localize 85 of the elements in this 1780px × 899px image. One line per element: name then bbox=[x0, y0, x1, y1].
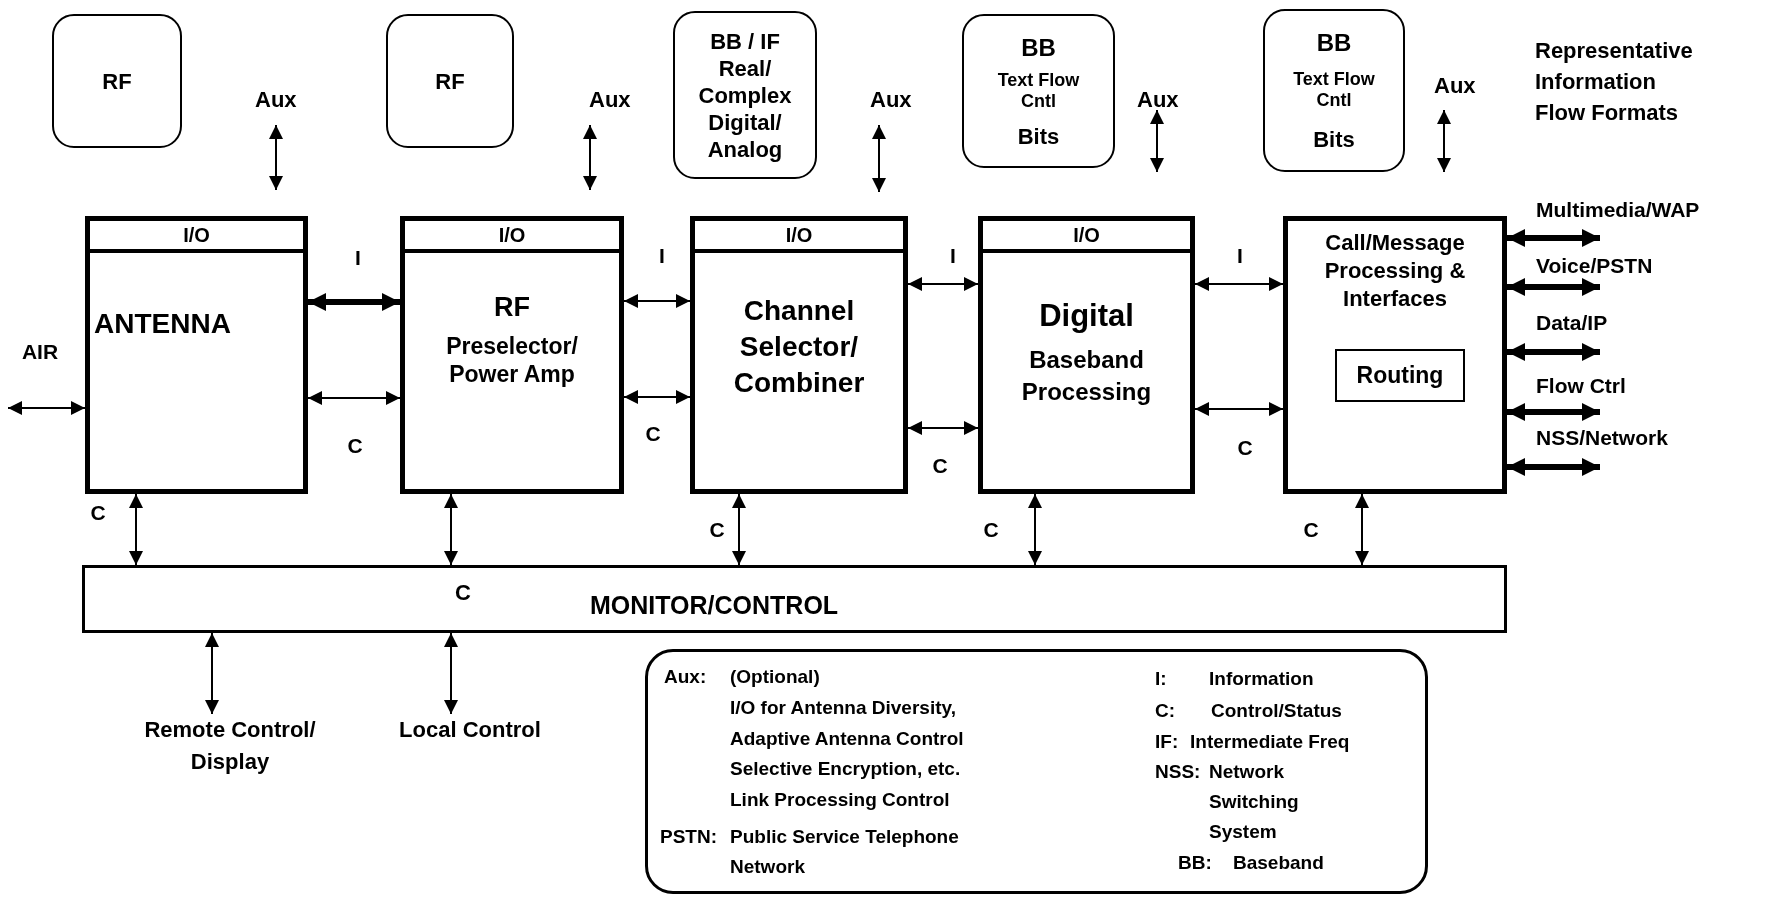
block-title: Channel Selector/ Combiner bbox=[732, 294, 866, 400]
double-arrow bbox=[129, 493, 143, 566]
box-text: Digital/ Analog bbox=[706, 108, 784, 163]
key-text: Baseband bbox=[1233, 851, 1324, 875]
key-text: Aux: bbox=[664, 665, 707, 689]
key-text: Network Switching System bbox=[1209, 760, 1300, 844]
format-box bbox=[1263, 9, 1405, 172]
io-header: I/O bbox=[405, 221, 619, 253]
box-text: BB bbox=[1316, 28, 1352, 58]
key-text: Public Service Telephone Network bbox=[730, 825, 960, 879]
label-text: Aux bbox=[1137, 86, 1179, 114]
double-arrow bbox=[907, 421, 979, 435]
block-box bbox=[85, 216, 308, 494]
double-arrow bbox=[308, 293, 400, 311]
endpoint-text: Local Control bbox=[398, 716, 542, 744]
double-arrow bbox=[732, 493, 746, 566]
box-text: Bits bbox=[1313, 126, 1355, 154]
bar-title: MONITOR/CONTROL bbox=[590, 590, 839, 621]
double-arrow bbox=[907, 277, 979, 291]
block-title: Digital bbox=[1039, 297, 1134, 335]
routing-box bbox=[1335, 349, 1465, 402]
box-text: Text Flow Cntl bbox=[996, 69, 1081, 112]
double-arrow bbox=[1507, 229, 1600, 247]
key-text: I: bbox=[1155, 667, 1167, 691]
key-text: (Optional) bbox=[730, 665, 820, 689]
box-text: Text Flow Cntl bbox=[1292, 69, 1376, 111]
format-box bbox=[673, 11, 817, 179]
block-title: Call/Message Processing & Interfaces bbox=[1323, 229, 1467, 313]
io-header: I/O bbox=[90, 221, 303, 253]
bar-label: C bbox=[455, 579, 471, 607]
io-header: I/O bbox=[695, 221, 903, 253]
monitor-bar bbox=[82, 565, 1507, 633]
double-arrow bbox=[444, 493, 458, 566]
double-arrow bbox=[1507, 343, 1600, 361]
key-text: Control/Status bbox=[1211, 699, 1342, 723]
block-box bbox=[1283, 216, 1507, 494]
double-arrow bbox=[444, 632, 458, 715]
key-text: Link Processing Control bbox=[730, 788, 950, 812]
box-text: Bits bbox=[1017, 122, 1060, 151]
double-arrow bbox=[1507, 458, 1600, 476]
key-text: BB: bbox=[1178, 851, 1212, 875]
double-arrow bbox=[623, 390, 691, 404]
block-title: Baseband Processing bbox=[1020, 344, 1153, 407]
double-arrow bbox=[205, 632, 219, 715]
double-arrow bbox=[7, 401, 86, 415]
key-text: C: bbox=[1155, 699, 1176, 723]
format-box bbox=[962, 14, 1115, 168]
box-text: Real/ Complex bbox=[697, 54, 793, 109]
label-text: Aux bbox=[589, 86, 631, 114]
label-text: Aux bbox=[1434, 72, 1476, 100]
block-box bbox=[978, 216, 1195, 494]
key-text: I/O for Antenna Diversity, bbox=[730, 696, 956, 720]
label-text: Aux bbox=[255, 86, 297, 114]
double-arrow bbox=[1507, 403, 1600, 421]
key-text: Intermediate Freq bbox=[1190, 730, 1350, 754]
double-arrow bbox=[307, 391, 401, 405]
key-panel bbox=[645, 649, 1428, 894]
double-arrow bbox=[1355, 493, 1369, 566]
key-text: Selective Encryption, etc. bbox=[730, 757, 961, 781]
key-text: Information bbox=[1209, 667, 1314, 691]
key-text: PSTN: bbox=[660, 825, 717, 849]
box-text: RF bbox=[102, 67, 132, 96]
double-arrow bbox=[623, 294, 691, 308]
block-title: ANTENNA bbox=[94, 307, 231, 341]
box-text: RF bbox=[435, 67, 465, 96]
box-text: BB / IF bbox=[710, 27, 780, 55]
box-text: BB bbox=[1021, 32, 1056, 63]
double-arrow bbox=[1028, 493, 1042, 566]
double-arrow bbox=[1194, 277, 1284, 291]
double-arrow bbox=[1507, 278, 1600, 296]
endpoint-text: Remote Control/ Display bbox=[143, 716, 317, 776]
block-title: RF bbox=[494, 291, 530, 324]
key-text: IF: bbox=[1155, 730, 1179, 754]
label-text: Aux bbox=[870, 86, 912, 114]
key-text: Adaptive Antenna Control bbox=[730, 727, 964, 751]
format-box bbox=[52, 14, 182, 148]
block-box bbox=[690, 216, 908, 494]
block-title: Preselector/ Power Amp bbox=[445, 331, 579, 388]
format-box bbox=[386, 14, 514, 148]
key-text: NSS: bbox=[1155, 760, 1201, 784]
io-header: I/O bbox=[983, 221, 1190, 253]
box-text: Routing bbox=[1356, 361, 1444, 391]
label-text: Representative Information Flow Formats bbox=[1535, 37, 1694, 127]
double-arrow bbox=[1194, 402, 1284, 416]
block-box bbox=[400, 216, 624, 494]
